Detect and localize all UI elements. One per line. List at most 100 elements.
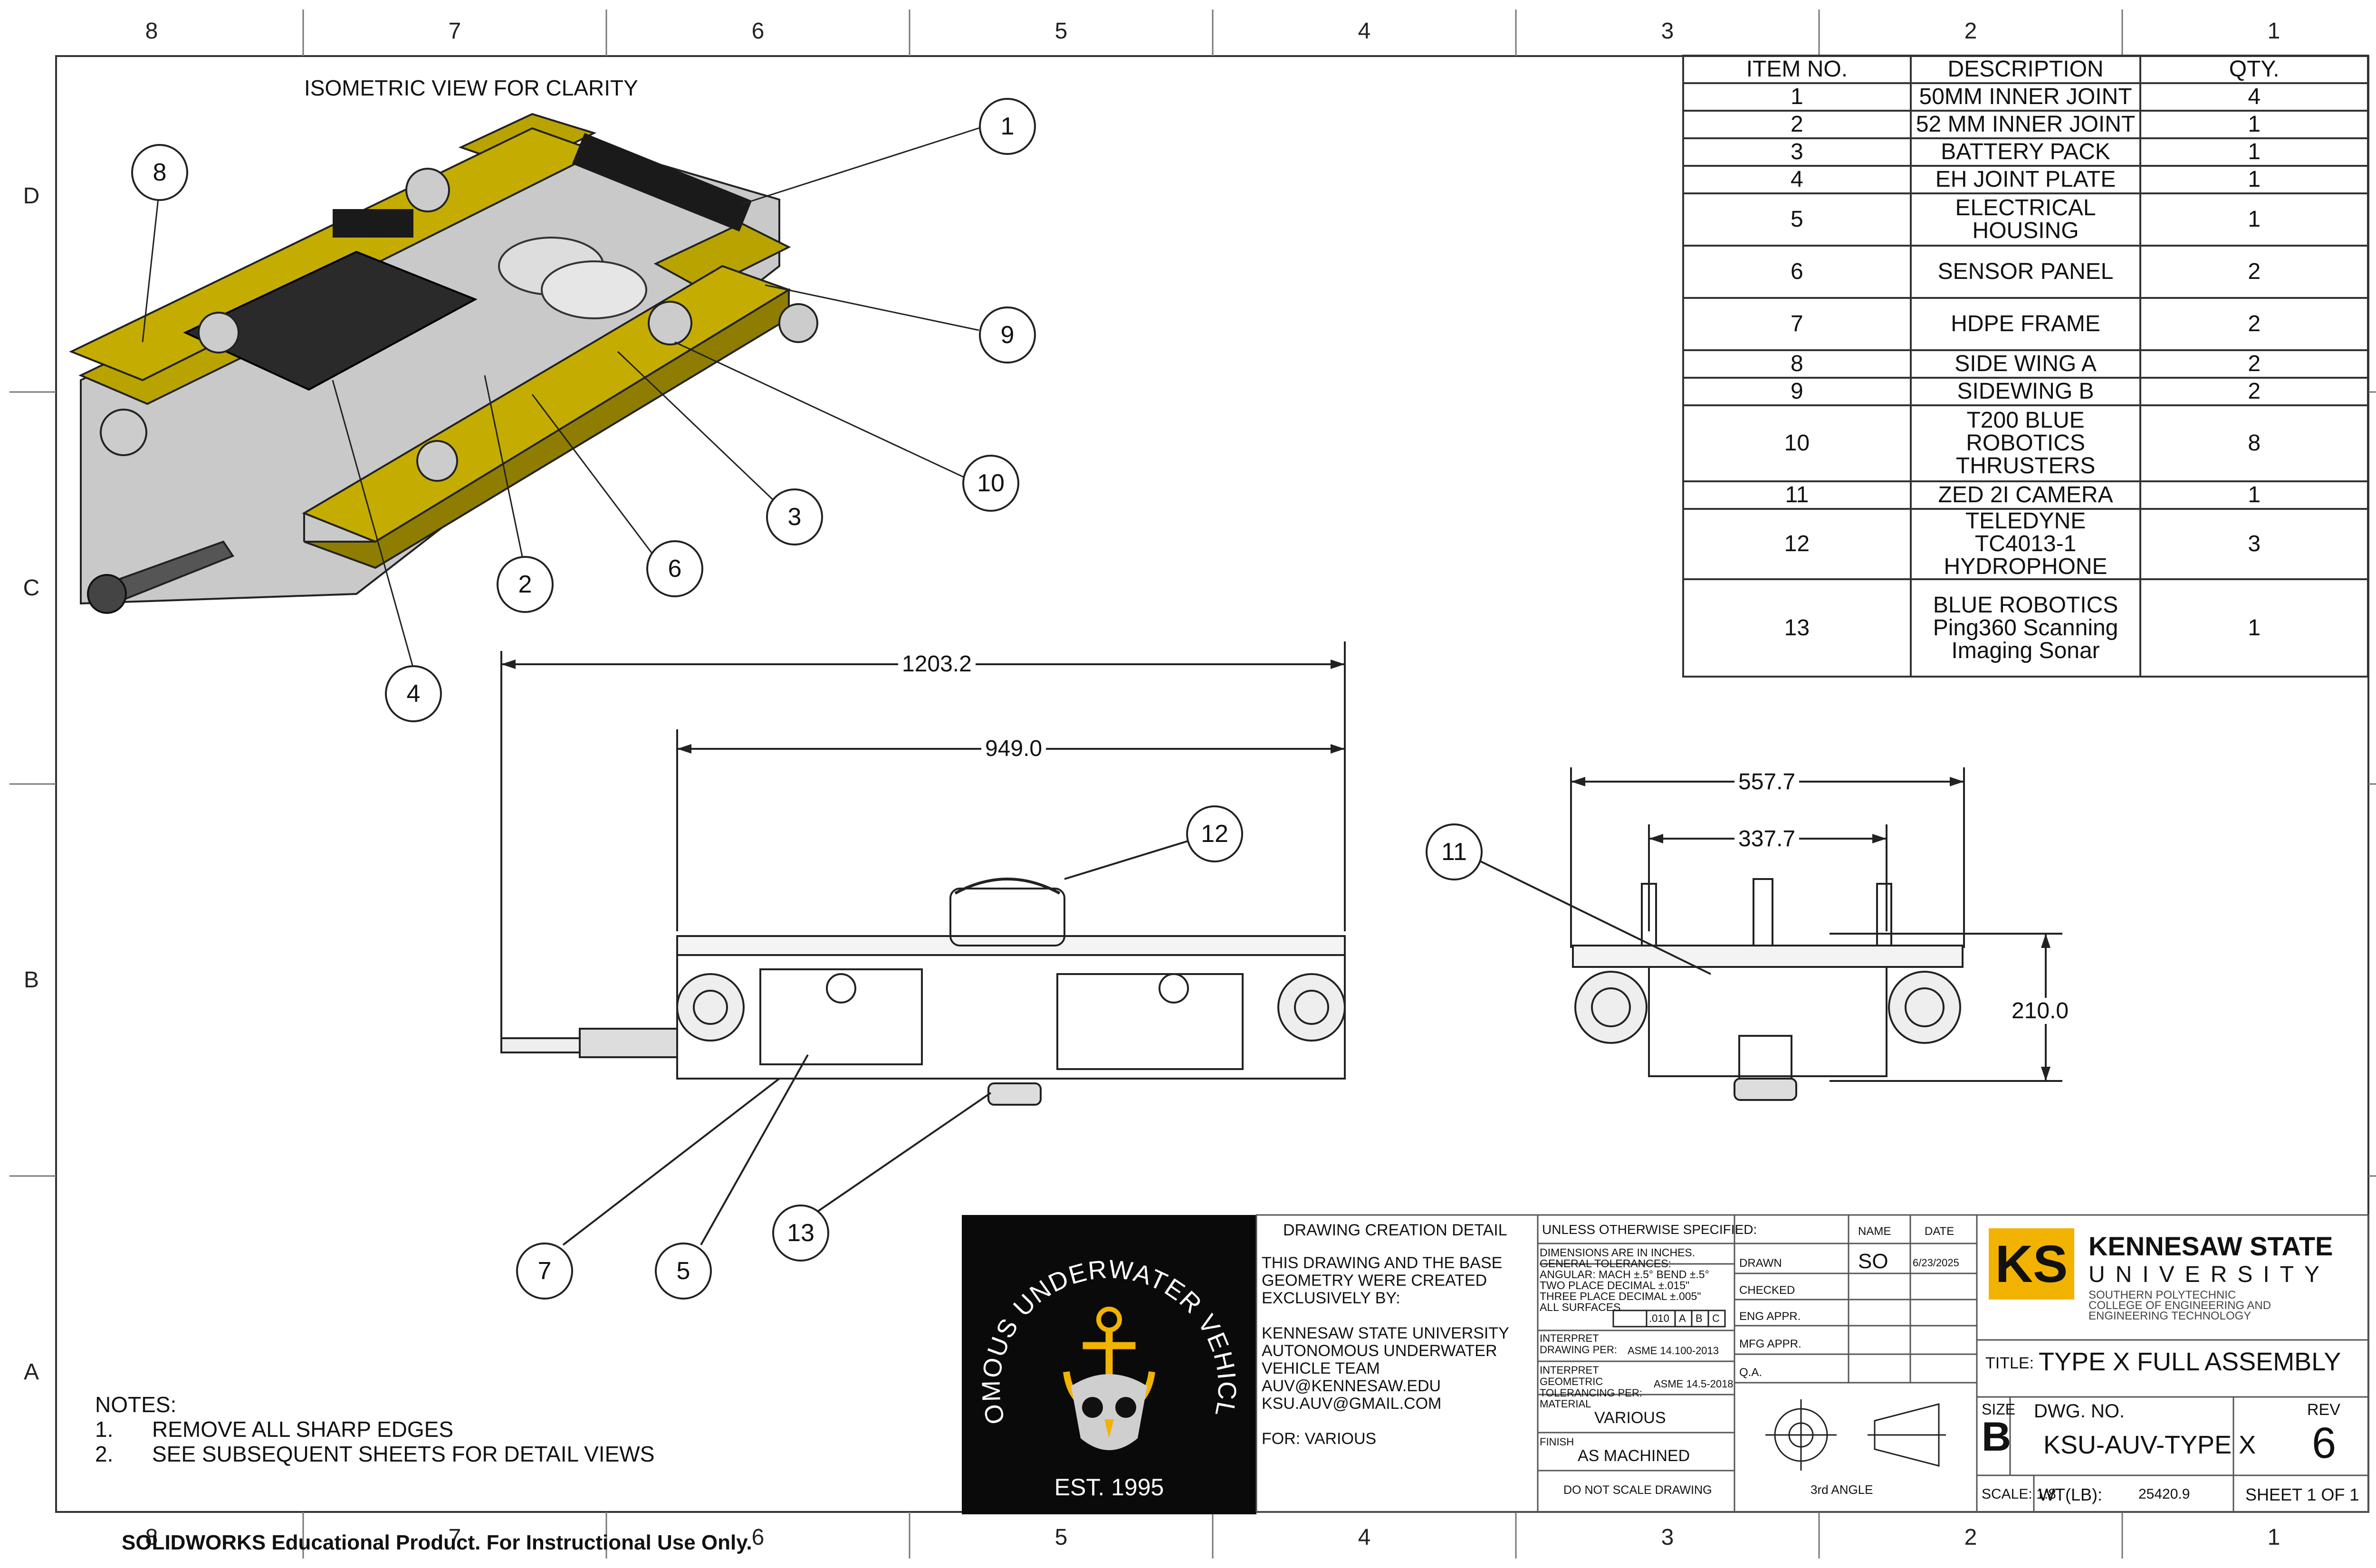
bom-desc: BLUE ROBOTICS Ping360 Scanning Imaging S… bbox=[1909, 578, 2142, 678]
balloon-6: 6 bbox=[646, 540, 703, 597]
tolerance-line: DIMENSIONS ARE IN INCHES. bbox=[1540, 1246, 1696, 1259]
interpret-drawing-value: ASME 14.100-2013 bbox=[1628, 1345, 1719, 1357]
revision: 6 bbox=[2312, 1419, 2337, 1467]
zone-col-7-bottom: 7 bbox=[448, 1525, 461, 1550]
interpret-drawing-label: INTERPRET DRAWING PER: bbox=[1540, 1332, 1617, 1356]
notes-heading: NOTES: bbox=[95, 1392, 177, 1417]
tolerance-line: GENERAL TOLERANCES: bbox=[1540, 1257, 1671, 1270]
material-value: VARIOUS bbox=[1594, 1409, 1666, 1427]
approval-mfg-label: MFG APPR. bbox=[1739, 1338, 1801, 1350]
approval-drawn-date: 6/23/2025 bbox=[1913, 1257, 1959, 1269]
bom-qty: 2 bbox=[2139, 349, 2369, 379]
bom-desc: ELECTRICAL HOUSING bbox=[1909, 192, 2142, 247]
datum-a: A bbox=[1679, 1312, 1686, 1324]
creation-line: KSU.AUV@GMAIL.COM bbox=[1262, 1395, 1442, 1413]
creation-line: THIS DRAWING AND THE BASE bbox=[1262, 1254, 1503, 1272]
zone-col-1: 1 bbox=[2267, 19, 2280, 44]
do-not-scale: DO NOT SCALE DRAWING bbox=[1563, 1483, 1712, 1497]
drawing-number: KSU-AUV-TYPE X bbox=[2043, 1431, 2256, 1459]
finish-label: FINISH bbox=[1540, 1436, 1574, 1448]
balloon-12: 12 bbox=[1186, 805, 1243, 862]
tolerance-line: ALL SURFACES bbox=[1540, 1301, 1621, 1313]
bom-item: 5 bbox=[1682, 192, 1912, 247]
size-label: SIZE bbox=[1982, 1401, 2016, 1418]
finish-value: AS MACHINED bbox=[1578, 1447, 1690, 1465]
auv-team-logo: AUTONOMOUS UNDERWATER VEHICLE TEAM EST. … bbox=[951, 1192, 1256, 1514]
interpret-geometric-label: INTERPRET GEOMETRIC TOLERANCING PER: bbox=[1540, 1364, 1642, 1399]
tolerance-line: TWO PLACE DECIMAL ±.015" bbox=[1540, 1279, 1690, 1291]
bom-desc: 50MM INNER JOINT bbox=[1909, 82, 2142, 112]
approval-drawn-name: SO bbox=[1858, 1250, 1888, 1273]
balloon-4: 4 bbox=[385, 665, 442, 722]
approval-qa-label: Q.A. bbox=[1739, 1366, 1763, 1379]
bom-qty: 4 bbox=[2139, 82, 2369, 112]
bom-header-description: DESCRIPTION bbox=[1909, 55, 2142, 84]
zone-col-6: 6 bbox=[751, 19, 765, 44]
tolerance-line: THREE PLACE DECIMAL ±.005" bbox=[1540, 1290, 1701, 1302]
zone-col-8: 8 bbox=[145, 19, 158, 44]
balloon-1: 1 bbox=[979, 98, 1036, 155]
notes: NOTES: 1.REMOVE ALL SHARP EDGES 2.SEE SU… bbox=[95, 1392, 654, 1466]
note-text: SEE SUBSEQUENT SHEETS FOR DETAIL VIEWS bbox=[152, 1442, 655, 1466]
bom-desc: 52 MM INNER JOINT bbox=[1909, 110, 2142, 139]
bom-item: 8 bbox=[1682, 349, 1912, 379]
note-number: 2. bbox=[95, 1442, 114, 1466]
bom-qty: 1 bbox=[2139, 137, 2369, 167]
interpret-geometric-value: ASME 14.5-2018 bbox=[1654, 1378, 1734, 1390]
creation-line bbox=[1262, 1307, 1509, 1325]
creation-detail: THIS DRAWING AND THE BASE GEOMETRY WERE … bbox=[1262, 1254, 1509, 1448]
bom-desc: ZED 2I CAMERA bbox=[1909, 480, 2142, 510]
balloon-9: 9 bbox=[979, 306, 1036, 363]
tolerance-line: ANGULAR: MACH ±.5° BEND ±.5° bbox=[1540, 1268, 1709, 1281]
zone-col-1-bottom: 1 bbox=[2267, 1525, 2280, 1550]
bom-desc: HDPE FRAME bbox=[1909, 297, 2142, 351]
bom-item: 7 bbox=[1682, 297, 1912, 351]
title-label: TITLE: bbox=[1985, 1354, 2034, 1372]
dimension-overall-length: 1203.2 bbox=[898, 651, 976, 677]
balloon-11: 11 bbox=[1426, 823, 1483, 880]
bom-desc: SIDEWING B bbox=[1909, 377, 2142, 406]
creation-line bbox=[1262, 1413, 1509, 1430]
tolerance-spec: DIMENSIONS ARE IN INCHES. GENERAL TOLERA… bbox=[1540, 1247, 1709, 1313]
bom-item: 2 bbox=[1682, 110, 1912, 139]
tolerance-heading: UNLESS OTHERWISE SPECIFIED: bbox=[1542, 1222, 1757, 1237]
balloon-10: 10 bbox=[962, 455, 1019, 512]
approval-drawn-label: DRAWN bbox=[1739, 1257, 1782, 1270]
approval-eng-label: ENG APPR. bbox=[1739, 1310, 1801, 1323]
note-number: 1. bbox=[95, 1417, 114, 1442]
balloon-13: 13 bbox=[772, 1205, 829, 1262]
university-college: SOUTHERN POLYTECHNIC COLLEGE OF ENGINEER… bbox=[2089, 1289, 2271, 1322]
bom-qty: 1 bbox=[2139, 480, 2369, 510]
balloon-3: 3 bbox=[766, 488, 823, 545]
zone-col-2-bottom: 2 bbox=[1964, 1525, 1977, 1550]
dimension-height: 210.0 bbox=[2008, 998, 2073, 1024]
balloon-5: 5 bbox=[655, 1243, 712, 1300]
bom-desc: SIDE WING A bbox=[1909, 349, 2142, 379]
balloon-8: 8 bbox=[131, 144, 188, 201]
approvals-date-header: DATE bbox=[1925, 1225, 1954, 1238]
bom-qty: 1 bbox=[2139, 165, 2369, 194]
zone-col-6-bottom: 6 bbox=[751, 1525, 765, 1550]
college-line: SOUTHERN POLYTECHNIC bbox=[2089, 1289, 2236, 1301]
bom-item: 6 bbox=[1682, 245, 1912, 299]
bom-item: 3 bbox=[1682, 137, 1912, 167]
sheet-size: B bbox=[1982, 1414, 2012, 1460]
bom-qty: 2 bbox=[2139, 245, 2369, 299]
dimension-frame-length: 949.0 bbox=[981, 736, 1046, 762]
dimension-inner-width: 337.7 bbox=[1734, 826, 1800, 852]
bom-qty: 2 bbox=[2139, 297, 2369, 351]
zone-col-2: 2 bbox=[1964, 19, 1977, 44]
bom-item: 12 bbox=[1682, 508, 1912, 580]
bom-qty: 1 bbox=[2139, 192, 2369, 247]
surface-finish-value: .010 bbox=[1649, 1312, 1669, 1324]
scale: SCALE: 1:8 bbox=[1982, 1486, 2056, 1502]
bom-item: 1 bbox=[1682, 82, 1912, 112]
approvals-name-header: NAME bbox=[1858, 1225, 1891, 1238]
creation-line: GEOMETRY WERE CREATED bbox=[1262, 1272, 1487, 1290]
bom-desc: TELEDYNE TC4013-1 HYDROPHONE bbox=[1909, 508, 2142, 580]
university-name: KENNESAW STATE bbox=[2089, 1231, 2333, 1261]
zone-row-c: C bbox=[23, 575, 40, 601]
